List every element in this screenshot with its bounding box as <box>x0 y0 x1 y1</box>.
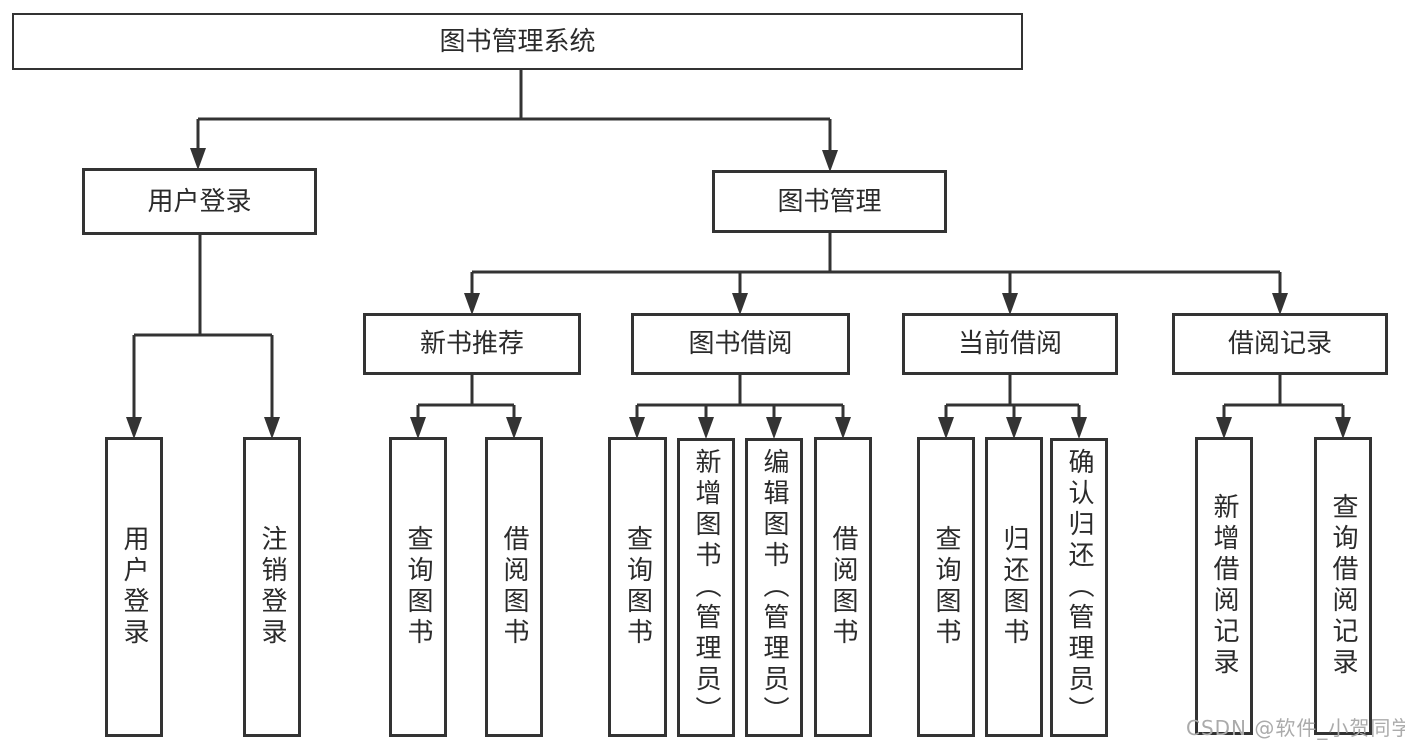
node-add-borrow-record: 新增借阅记录 <box>1195 437 1253 735</box>
csdn-watermark: CSDN @软件_小贺同学 <box>1186 716 1405 740</box>
node-book-borrowing: 图书借阅 <box>631 313 850 375</box>
node-query-books-borrowing: 查询图书 <box>608 437 667 737</box>
node-library-management-system: 图书管理系统 <box>12 13 1023 70</box>
node-user-login-module: 用户登录 <box>82 168 317 235</box>
node-label: 用户登录 <box>147 186 252 217</box>
node-label: 图书管理 <box>777 186 882 217</box>
arrowheads <box>126 148 1351 439</box>
node-label: 用户登录 <box>119 525 149 649</box>
node-label: 新书推荐 <box>419 329 524 359</box>
node-logout-action: 注销登录 <box>243 437 301 737</box>
node-book-management-module: 图书管理 <box>712 170 947 233</box>
node-label: 查询图书 <box>931 525 961 649</box>
node-borrow-books-recommend: 借阅图书 <box>485 437 543 737</box>
node-add-books-admin: 新增图书（管理员） <box>677 438 735 737</box>
node-label: 借阅图书 <box>828 525 858 649</box>
node-confirm-return-admin: 确认归还（管理员） <box>1050 438 1108 737</box>
node-label: 查询图书 <box>403 525 433 649</box>
node-current-borrowing: 当前借阅 <box>902 313 1118 375</box>
node-label: 归还图书 <box>999 525 1029 649</box>
node-label: 查询图书 <box>622 525 653 649</box>
node-label: 图书借阅 <box>688 329 793 359</box>
node-label: 确认归还（管理员） <box>1064 448 1094 727</box>
node-borrow-books-action: 借阅图书 <box>814 437 872 737</box>
node-user-login-action: 用户登录 <box>105 437 163 737</box>
connector-paths <box>132 69 1345 427</box>
node-label: 新增图书（管理员） <box>691 448 721 727</box>
node-label: 借阅图书 <box>499 525 529 649</box>
node-label: 新增借阅记录 <box>1209 493 1239 679</box>
node-label: 查询借阅记录 <box>1328 493 1358 679</box>
node-query-books-recommend: 查询图书 <box>389 437 447 737</box>
node-label: 当前借阅 <box>957 329 1062 359</box>
node-new-book-recommendation: 新书推荐 <box>363 313 581 375</box>
node-edit-books-admin: 编辑图书（管理员） <box>745 438 803 737</box>
node-query-books-current: 查询图书 <box>917 437 975 737</box>
node-label: 借阅记录 <box>1227 329 1332 359</box>
node-borrowing-records: 借阅记录 <box>1172 313 1388 375</box>
node-label: 注销登录 <box>257 525 287 649</box>
node-label: 编辑图书（管理员） <box>759 448 789 727</box>
node-query-borrow-record: 查询借阅记录 <box>1314 437 1372 735</box>
node-label: 图书管理系统 <box>439 26 596 57</box>
node-return-books: 归还图书 <box>985 437 1043 737</box>
